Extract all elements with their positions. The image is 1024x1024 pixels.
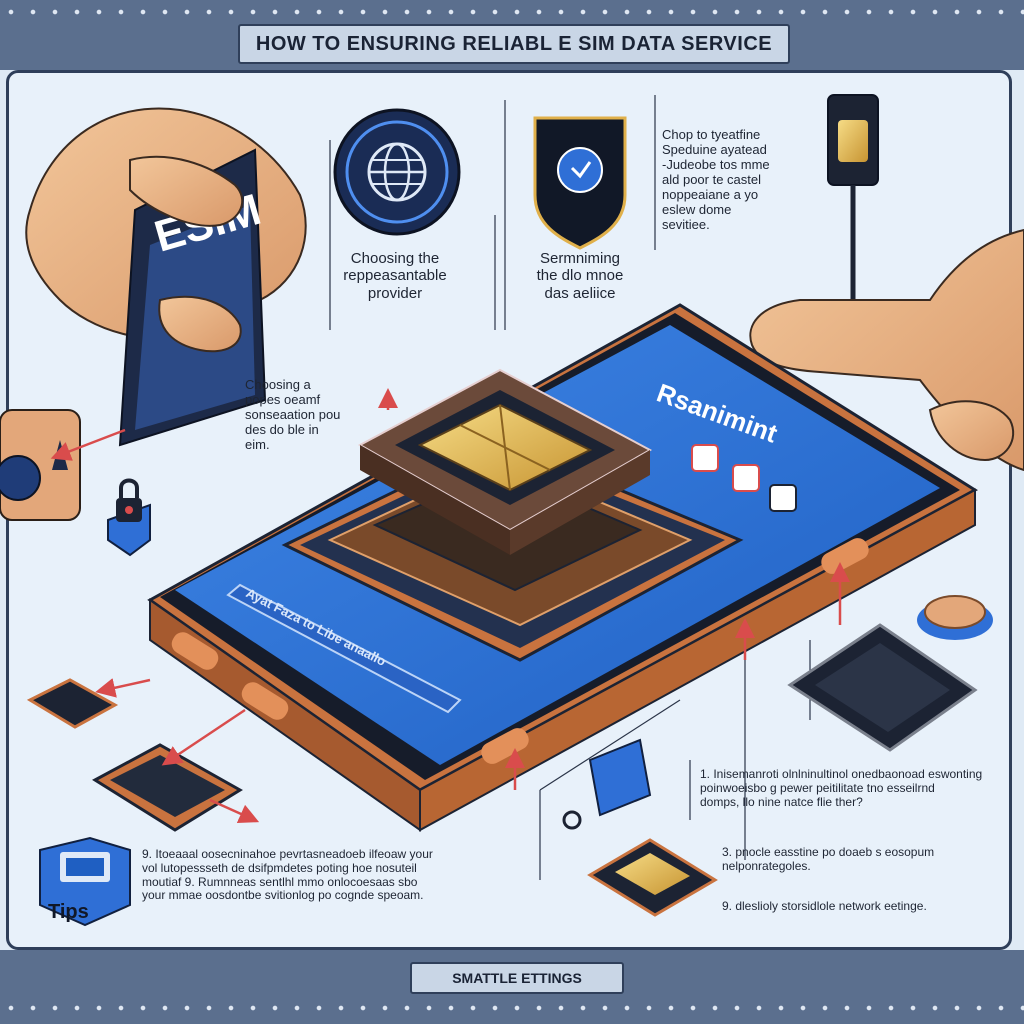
- note-line: popes oeamf: [245, 391, 321, 407]
- tip-item-2: 1. Inisemanroti olnlninultinol onedbaono…: [700, 767, 1000, 809]
- caption-line: das aeliice: [544, 284, 616, 302]
- note-line: ald poor te castel: [662, 171, 762, 187]
- processor-chip-right: [787, 623, 978, 752]
- note-line: sevitiee.: [662, 216, 710, 232]
- tip-line: your mmae oosdontbe svitionlog po cognde…: [142, 888, 424, 903]
- note-line: eslew dome: [662, 201, 732, 217]
- note-line: noppeaiane a yo: [662, 186, 759, 202]
- page-title: HOW TO ENSURING RELIABL E SIM DATA SERVI…: [255, 32, 773, 55]
- tip-line: nelponrategoles.: [722, 858, 811, 873]
- step-right-note: Chop to tyeatfine Speduine ayatead -Jude…: [662, 127, 802, 233]
- tip-line: moutiaf 9. Rumnneas sentlhl mmo onlocoes…: [142, 874, 418, 889]
- screen-icon-1: [691, 444, 719, 472]
- power-button: [241, 682, 289, 720]
- floating-sim-chip: [357, 368, 653, 555]
- tray-chip: [587, 838, 718, 917]
- connector-lines: [329, 95, 811, 880]
- tip-line: domps, llo nine natce flie ther?: [700, 794, 863, 809]
- caption-line: the dlo mnoe: [536, 267, 624, 285]
- coil-component: [917, 595, 993, 640]
- note-line: eim.: [245, 436, 270, 452]
- volume-button: [171, 632, 219, 670]
- screen-icon-2: [732, 464, 760, 492]
- tip-line: vol lutopessseth de dsifpmdetes poting h…: [142, 860, 417, 875]
- tip-item-3: 3. pnocle easstine po doaeb s eosopum ne…: [722, 845, 1002, 874]
- tip-line: 3. pnocle easstine po doaeb s eosopum: [722, 845, 935, 859]
- note-line: des do ble in: [245, 421, 319, 437]
- step-secure-caption: Sermniming the dlo mnoe das aeliice: [510, 250, 650, 302]
- note-line: Chop to tyeatfine: [662, 127, 761, 142]
- caption-line: Choosing the: [350, 250, 440, 267]
- tip-line: 1. Inisemanroti olnlninultinol onedbaono…: [700, 767, 983, 781]
- callout-arrows: [50, 388, 850, 824]
- hand-tapping-phone: [749, 228, 1024, 472]
- step-left-note: Choosing a popes oeamf sonseaation pou d…: [245, 377, 385, 453]
- screen-action-icons: [691, 444, 797, 512]
- footer-plate: SMATTLE ETTINGS: [410, 962, 624, 994]
- sim-card-icon: [827, 94, 879, 318]
- footer-label: SMATTLE ETTINGS: [452, 970, 582, 986]
- shield-icon: [533, 116, 627, 250]
- caption-line: Sermniming: [539, 250, 621, 267]
- lock-icon: [107, 478, 151, 557]
- note-line: -Judeobe tos mme: [662, 156, 770, 172]
- tip-line: poinwoeisbo g pewer peitilitate tno esse…: [700, 780, 935, 795]
- sim-adapter-clip: [562, 738, 652, 830]
- memory-chip: [92, 743, 243, 832]
- note-line: Choosing a: [245, 377, 311, 392]
- tips-badge-label: Tips: [48, 901, 89, 923]
- tip-line: 9. Itoeaaal oosecninahoe pevrtasneadoeb …: [142, 847, 433, 861]
- tip-item-1: 9. Itoeaaal oosecninahoe pevrtasneadoeb …: [142, 847, 462, 903]
- tip-item-4: 9. dleslioly storsidlole network eetinge…: [722, 899, 1002, 914]
- header-dots: [0, 6, 1024, 18]
- step-provider-caption: Choosing the reppeasantable provider: [320, 250, 470, 302]
- side-device: [0, 409, 81, 521]
- note-line: sonseaation pou: [245, 406, 341, 422]
- caption-line: reppeasantable: [343, 267, 447, 285]
- tip-line: 9. dleslioly storsidlole network eetinge…: [722, 899, 927, 913]
- footer-dots: [0, 1002, 1024, 1014]
- small-chip-left: [26, 678, 119, 729]
- note-line: Speduine ayatead: [662, 141, 767, 157]
- tips-badge: [39, 836, 131, 927]
- caption-line: provider: [367, 284, 423, 302]
- side-button-lower: [481, 728, 529, 764]
- screen-icon-3: [769, 484, 797, 512]
- globe-icon: [333, 108, 461, 236]
- page-title-plate: HOW TO ENSURING RELIABL E SIM DATA SERVI…: [238, 24, 790, 64]
